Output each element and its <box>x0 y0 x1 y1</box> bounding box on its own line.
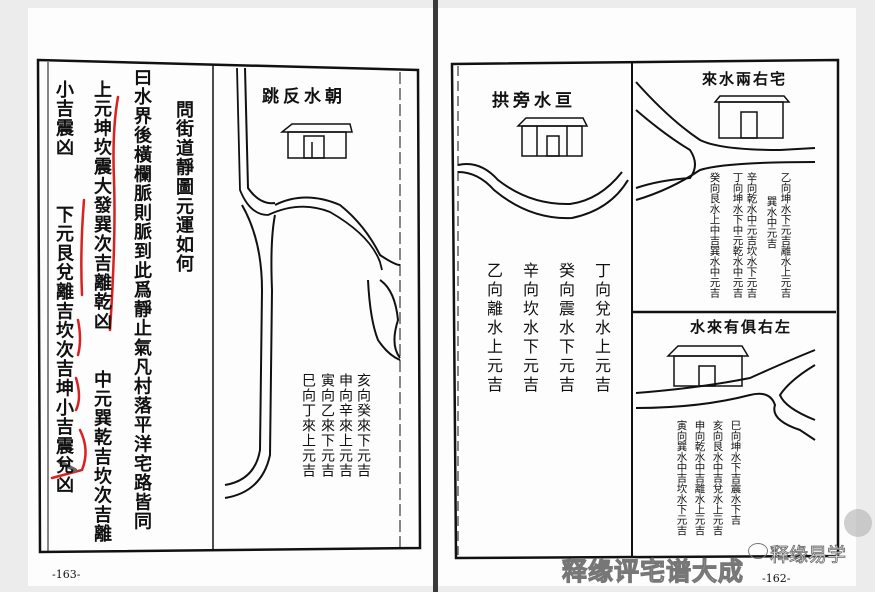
river <box>457 163 623 206</box>
river <box>635 109 696 189</box>
river <box>635 392 816 441</box>
answer-column-1: 曰水界後橫欄脈則脈到此爲靜止氣凡村落平洋宅路皆同 <box>131 68 152 532</box>
diagram-note: 亥向艮水中吉兌水上元吉 <box>711 420 724 536</box>
diagram-title: 朝水反跳 <box>262 87 346 107</box>
house-icon <box>279 123 353 159</box>
diagram-note: 癸向艮水上中吉巽水中元吉 <box>708 172 721 298</box>
diagram-note: 癸向震水下元吉 <box>556 262 575 395</box>
question-text: 問街道靜圖元運如何 <box>173 100 194 274</box>
watermark-title: 释缘评宅谱大成 <box>561 557 745 587</box>
diagram-title: 宅右兩水來 <box>702 70 788 88</box>
book-spine <box>433 0 438 592</box>
river <box>635 161 816 201</box>
diagram-title: 亘水旁拱 <box>492 91 576 111</box>
answer-column-3b: 下元艮兌離吉坎次吉坤小吉震兌凶 <box>53 205 74 495</box>
answer-column-2-middle: 中元巽乾吉坎次吉離 <box>91 370 112 544</box>
page-number: -162- <box>762 572 791 585</box>
diagram-note: 辛向坎水下元吉 <box>520 262 539 395</box>
right-book-page <box>438 8 856 586</box>
river <box>635 81 816 152</box>
diagram-note: 乙向坤水下元吉離水上元吉 <box>779 172 792 298</box>
diagram-note: 巳向丁來上元吉 <box>300 373 316 478</box>
diagram-note: 寅向乙來下元吉 <box>319 373 335 478</box>
river <box>274 196 401 266</box>
answer-column-2-upper: 上元坤坎震大發巽次吉離乾凶 <box>91 80 112 331</box>
river <box>224 204 264 486</box>
diagram-note: 丁向兌水上元吉 <box>592 262 611 395</box>
diagram-note: 辛向乾水中元吉坎水下元吉 <box>745 172 758 298</box>
page-number: -163- <box>52 568 81 581</box>
river <box>244 67 276 205</box>
diagram-note: 巳向坤水下吉震水下吉 <box>729 420 742 525</box>
diagram-note: 亥向癸來下元吉 <box>355 373 371 478</box>
river <box>367 279 401 361</box>
house-icon <box>666 345 750 387</box>
diagram-note: 申向乾水中吉離水上元吉 <box>693 420 706 536</box>
red-annotation-marks <box>50 95 120 480</box>
river <box>778 364 816 421</box>
house-icon <box>516 117 589 157</box>
answer-column-3a: 小吉震凶 <box>53 80 74 158</box>
river <box>457 171 629 220</box>
river <box>635 349 816 394</box>
wechat-icon <box>748 543 768 559</box>
right-frame <box>450 58 840 560</box>
diagram-note: 巽水中元吉 <box>765 196 778 249</box>
diagram-note: 丁向坤水下中元乾水中元吉 <box>731 172 744 298</box>
house-icon <box>713 95 791 139</box>
watermark-brand: 释缘易学 <box>770 544 847 567</box>
river <box>236 67 383 271</box>
diagram-note: 寅向巽水中吉坎水下元吉 <box>675 420 688 536</box>
left-frame <box>36 58 422 554</box>
river <box>379 279 401 359</box>
diagram-note: 申向辛來上元吉 <box>337 373 353 478</box>
diagram-title: 左右俱有來水 <box>690 318 793 336</box>
river <box>224 214 276 499</box>
diagram-note: 乙向離水上元吉 <box>484 262 503 395</box>
scroll-top-circle <box>844 509 872 537</box>
left-book-page <box>28 8 433 586</box>
